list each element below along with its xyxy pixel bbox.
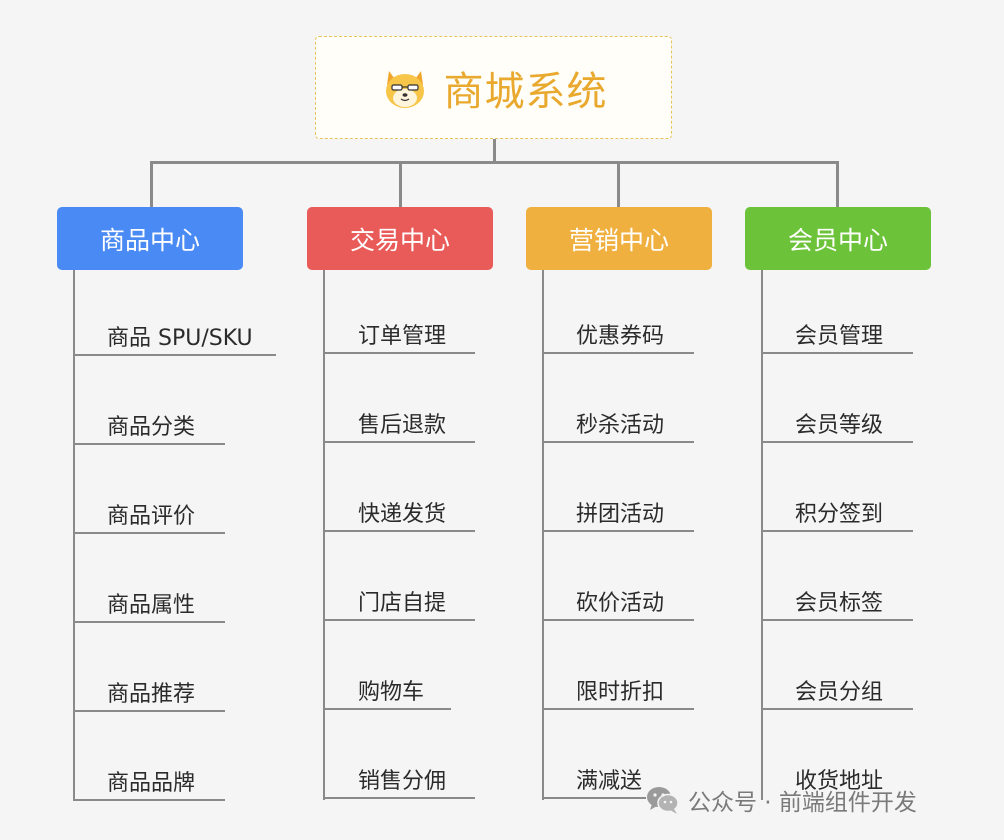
category-product-center: 商品中心 bbox=[57, 207, 243, 270]
item-underline bbox=[761, 619, 913, 621]
list-item: 满减送 bbox=[576, 769, 643, 794]
item-underline bbox=[73, 354, 276, 356]
list-item: 商品分类 bbox=[107, 415, 196, 440]
list-item: 拼团活动 bbox=[576, 502, 665, 527]
category-trade-center: 交易中心 bbox=[307, 207, 493, 270]
item-underline bbox=[542, 619, 694, 621]
item-underline bbox=[323, 441, 475, 443]
item-underline bbox=[761, 708, 913, 710]
list-item: 会员等级 bbox=[795, 413, 884, 438]
column-spine-3 bbox=[542, 270, 544, 800]
category-label: 会员中心 bbox=[787, 225, 888, 255]
item-underline bbox=[73, 710, 225, 712]
item-underline bbox=[542, 530, 694, 532]
list-item: 购物车 bbox=[358, 680, 425, 705]
item-underline bbox=[542, 797, 646, 799]
item-underline bbox=[761, 352, 913, 354]
list-item: 会员管理 bbox=[795, 324, 884, 349]
item-underline bbox=[323, 797, 475, 799]
list-item: 优惠券码 bbox=[576, 324, 665, 349]
item-underline bbox=[73, 532, 225, 534]
item-underline bbox=[323, 619, 475, 621]
branch-drop-line-4 bbox=[836, 161, 839, 207]
root-branch-line bbox=[150, 161, 839, 164]
branch-drop-line-3 bbox=[617, 161, 620, 207]
category-marketing-center: 营销中心 bbox=[526, 207, 712, 270]
item-underline bbox=[761, 530, 913, 532]
list-item: 会员分组 bbox=[795, 680, 884, 705]
column-spine-1 bbox=[73, 270, 75, 800]
list-item: 订单管理 bbox=[358, 324, 447, 349]
branch-drop-line-1 bbox=[150, 161, 153, 207]
list-item: 销售分佣 bbox=[358, 769, 447, 794]
category-member-center: 会员中心 bbox=[745, 207, 931, 270]
list-item: 商品属性 bbox=[107, 593, 196, 618]
list-item: 商品推荐 bbox=[107, 682, 196, 707]
list-item: 商品 SPU/SKU bbox=[107, 326, 253, 351]
category-label: 营销中心 bbox=[568, 225, 669, 255]
list-item: 积分签到 bbox=[795, 502, 884, 527]
watermark: 公众号 · 前端组件开发 bbox=[646, 782, 917, 818]
column-spine-4 bbox=[761, 270, 763, 800]
branch-drop-line-2 bbox=[399, 161, 402, 207]
list-item: 限时折扣 bbox=[576, 680, 665, 705]
item-underline bbox=[761, 441, 913, 443]
root-trunk-line bbox=[493, 139, 496, 163]
list-item: 砍价活动 bbox=[576, 591, 665, 616]
shiba-mascot-icon bbox=[385, 70, 424, 108]
list-item: 商品品牌 bbox=[107, 771, 196, 796]
item-underline bbox=[542, 352, 694, 354]
category-label: 商品中心 bbox=[99, 225, 200, 255]
item-underline bbox=[73, 799, 225, 801]
category-label: 交易中心 bbox=[349, 225, 450, 255]
list-item: 售后退款 bbox=[358, 413, 447, 438]
column-spine-2 bbox=[323, 270, 325, 800]
item-underline bbox=[542, 441, 694, 443]
list-item: 秒杀活动 bbox=[576, 413, 665, 438]
list-item: 门店自提 bbox=[358, 591, 447, 616]
item-underline bbox=[323, 352, 475, 354]
wechat-icon bbox=[647, 787, 679, 814]
list-item: 会员标签 bbox=[795, 591, 884, 616]
root-title: 商城系统 bbox=[443, 68, 608, 115]
root-node: 商城系统 bbox=[315, 36, 672, 139]
watermark-text: 公众号 · 前端组件开发 bbox=[688, 790, 917, 816]
list-item: 快递发货 bbox=[358, 502, 447, 527]
item-underline bbox=[542, 708, 694, 710]
item-underline bbox=[323, 708, 451, 710]
item-underline bbox=[73, 443, 225, 445]
item-underline bbox=[73, 621, 225, 623]
item-underline bbox=[323, 530, 475, 532]
list-item: 收货地址 bbox=[795, 769, 884, 794]
list-item: 商品评价 bbox=[107, 504, 196, 529]
